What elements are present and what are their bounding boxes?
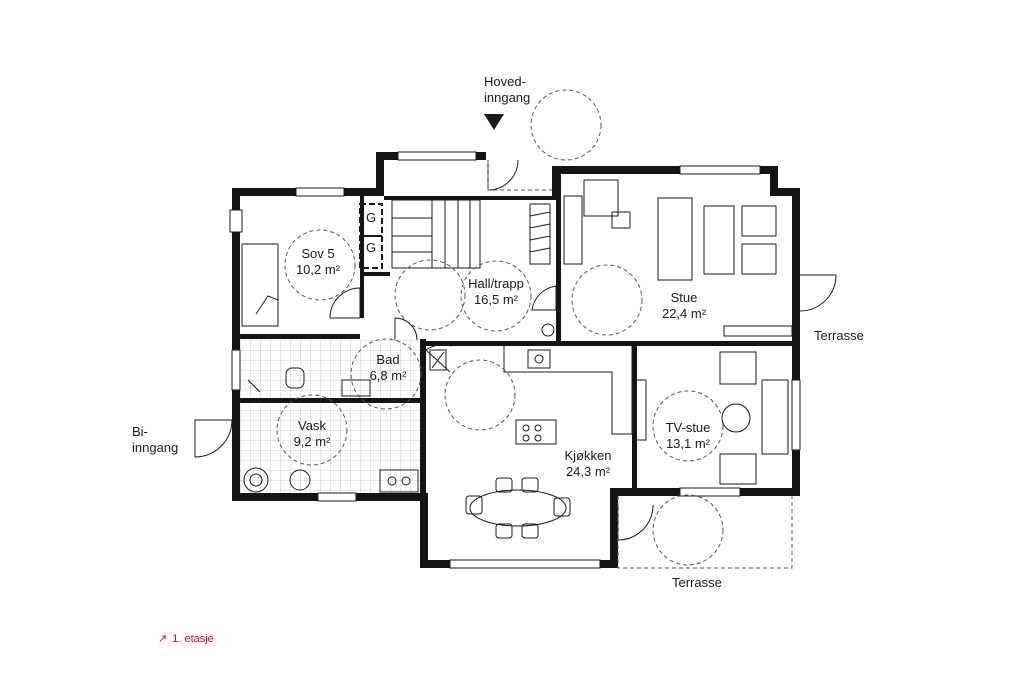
bi-label-1: Bi- — [132, 424, 148, 439]
terrasse-south-label: Terrasse — [672, 575, 722, 590]
bi-label-2: inngang — [132, 440, 178, 455]
bed — [241, 243, 279, 327]
room-tvstue-area: 13,1 m² — [666, 436, 711, 451]
stue-furniture — [541, 179, 793, 337]
staircase — [391, 199, 551, 269]
room-sov5-name: Sov 5 — [301, 246, 334, 261]
closet-g-label-1: G — [366, 210, 376, 225]
windows — [229, 151, 801, 569]
room-vask-area: 9,2 m² — [294, 434, 332, 449]
room-hall-name: Hall/trapp — [468, 276, 524, 291]
room-hall-area: 16,5 m² — [474, 292, 519, 307]
arrow-icon: ↗ — [158, 633, 168, 645]
tvstue-furniture — [635, 351, 789, 485]
room-stue-area: 22,4 m² — [662, 306, 707, 321]
terraces — [487, 160, 793, 569]
terrasse-east-label: Terrasse — [814, 328, 864, 343]
room-kjokken-name: Kjøkken — [565, 448, 612, 463]
floor-caption-text: 1. etasje — [172, 633, 214, 645]
room-stue-name: Stue — [671, 290, 698, 305]
laundry-fixtures — [243, 467, 419, 493]
room-tvstue-name: TV-stue — [666, 420, 711, 435]
closets — [359, 203, 383, 269]
bathroom-fixtures — [247, 367, 371, 397]
room-bad-area: 6,8 m² — [370, 368, 408, 383]
turning-circles — [276, 89, 724, 566]
room-sov5-area: 10,2 m² — [296, 262, 341, 277]
hoved-label-1: Hoved- — [484, 74, 526, 89]
floor-caption: ↗ 1. etasje — [158, 632, 214, 645]
closet-g-label-2: G — [366, 240, 376, 255]
main-entrance-arrow-icon — [484, 114, 504, 130]
room-vask-name: Vask — [298, 418, 326, 433]
bad-tile-floor — [240, 340, 426, 398]
room-bad-name: Bad — [376, 352, 399, 367]
hoved-label-2: inngang — [484, 90, 530, 105]
interior-walls — [240, 174, 792, 495]
kitchen-fixtures — [429, 346, 633, 539]
room-kjokken-area: 24,3 m² — [566, 464, 611, 479]
